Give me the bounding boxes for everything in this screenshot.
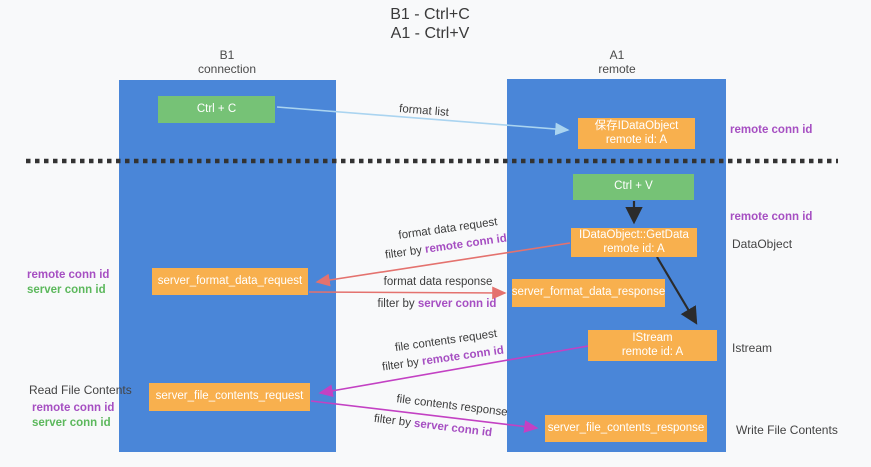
left-column-name: B1	[219, 48, 235, 62]
node-save-idataobject-line1: 保存IDataObject	[594, 120, 679, 132]
node-server-format-data-request-label: server_format_data_request	[157, 274, 303, 287]
node-ctrl-v: Ctrl + V	[573, 174, 694, 200]
istream-label: Istream	[732, 341, 773, 355]
left-conn-id-group-format: remote conn id server conn id	[27, 268, 109, 297]
diagram-title: B1 - Ctrl+C A1 - Ctrl+V	[390, 5, 470, 43]
server-conn-id-text: server conn id	[413, 417, 493, 440]
format-data-response-arrow	[308, 286, 507, 300]
server-conn-id-label: server conn id	[32, 416, 111, 429]
format-list-label: format list	[398, 103, 450, 119]
filter-by-text: filter by	[373, 412, 415, 430]
node-server-format-data-response: server_format_data_response	[512, 279, 665, 307]
node-idataobject-getdata-line2: remote id: A	[603, 242, 665, 255]
left-column-role: connection	[197, 62, 257, 76]
node-ctrl-c: Ctrl + C	[158, 96, 275, 123]
right-column-name: A1	[609, 48, 625, 62]
node-save-idataobject-line2: remote id: A	[605, 133, 668, 146]
node-server-format-data-response-label: server_format_data_response	[511, 286, 666, 299]
filter-by-text: filter by	[381, 355, 423, 374]
node-save-idataobject: 保存IDataObject remote id: A	[578, 118, 695, 149]
filter-by-text: filter by	[384, 243, 426, 262]
title-line-1: B1 - Ctrl+C	[390, 6, 470, 23]
right-column-role: remote	[598, 62, 636, 76]
node-ctrl-c-label: Ctrl + C	[196, 102, 237, 115]
server-conn-id-text: server conn id	[417, 298, 497, 310]
node-istream-line1: IStream	[632, 332, 673, 344]
remote-conn-id-label-mid: remote conn id	[730, 211, 813, 223]
remote-conn-id-label-top: remote conn id	[730, 124, 813, 136]
format-data-response-label: format data response	[383, 276, 493, 288]
remote-conn-id-label: remote conn id	[27, 269, 110, 281]
node-server-format-data-request: server_format_data_request	[152, 268, 308, 295]
node-istream: IStream remote id: A	[588, 330, 717, 361]
format-data-response-filter-label: filter by server conn id	[378, 298, 497, 310]
node-idataobject-getdata-line1: IDataObject::GetData	[579, 229, 689, 241]
right-column-header: A1 remote	[598, 48, 635, 76]
read-file-contents-label: Read File Contents	[29, 383, 132, 397]
node-server-file-contents-request-label: server_file_contents_request	[155, 390, 304, 403]
node-istream-line2: remote id: A	[621, 345, 684, 358]
node-server-file-contents-response: server_file_contents_response	[545, 415, 707, 442]
remote-conn-id-label: remote conn id	[32, 402, 115, 414]
write-file-contents-label: Write File Contents	[736, 423, 838, 437]
left-column-header: B1 connection	[198, 48, 256, 76]
file-contents-response-label: file contents response	[395, 393, 509, 419]
filter-by-text: filter by	[377, 298, 418, 310]
dataobject-label: DataObject	[732, 237, 793, 251]
node-idataobject-getdata: IDataObject::GetData remote id: A	[571, 228, 697, 257]
server-conn-id-label: server conn id	[27, 283, 106, 296]
title-line-2: A1 - Ctrl+V	[390, 25, 470, 42]
file-contents-response-filter-label: filter by server conn id	[373, 413, 492, 439]
node-server-file-contents-request: server_file_contents_request	[149, 383, 310, 411]
node-server-file-contents-response-label: server_file_contents_response	[547, 421, 705, 434]
node-ctrl-v-label: Ctrl + V	[614, 180, 653, 193]
left-conn-id-group-file: remote conn id server conn id	[32, 401, 114, 430]
